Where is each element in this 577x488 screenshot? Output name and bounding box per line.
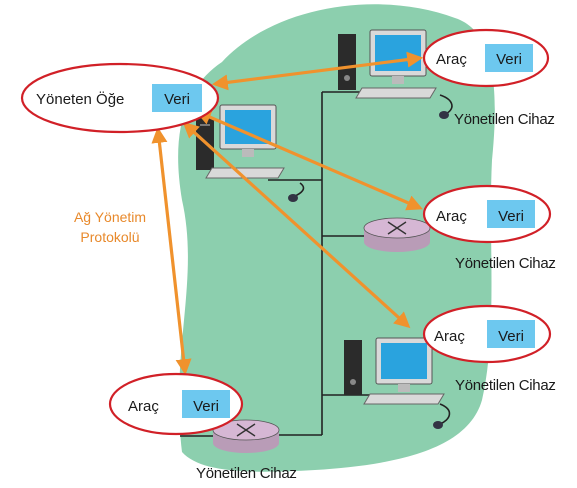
managed-device-caption: Yönetilen Cihaz [454,111,555,128]
agent-label: Araç [434,328,465,345]
data-box [487,200,535,228]
agent-entity: Araç Veri [422,304,552,364]
data-label: Veri [193,398,219,415]
mouse-icon [439,111,449,119]
router-icon [363,217,431,252]
managing-entity-label: Yöneten Öğe [36,90,124,108]
data-box [487,320,535,348]
agent-label: Araç [436,51,467,68]
agent-entity: Araç Veri [422,184,552,244]
data-box [182,390,230,418]
data-box [152,84,202,112]
managed-computer-bottom [344,337,445,429]
managing-entity: Yöneten Öğe Veri [20,62,220,134]
agent-entity: Araç Veri [108,372,244,436]
protocol-arrows [151,51,424,376]
router-icon [212,419,280,453]
managed-device-caption: Yönetilen Cihaz [196,465,297,482]
data-label: Veri [498,208,524,225]
protocol-label-line2: Protokolü [80,229,139,245]
agent-label: Araç [128,398,159,415]
mouse-icon [288,194,298,202]
agent-entity: Araç Veri [422,28,550,88]
mouse-icon [433,421,443,429]
managed-device-caption: Yönetilen Cihaz [455,255,556,272]
data-label: Veri [164,91,190,108]
managed-device-caption: Yönetilen Cihaz [455,377,556,394]
data-label: Veri [496,51,522,68]
agent-label: Araç [436,208,467,225]
protocol-label-line1: Ağ Yönetim [74,209,146,225]
data-box [485,44,533,72]
data-label: Veri [498,328,524,345]
